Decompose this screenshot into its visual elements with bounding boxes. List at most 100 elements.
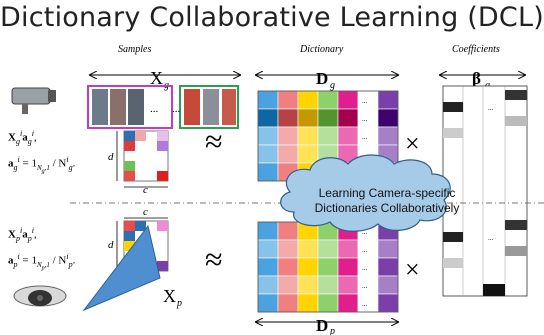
dictionary-cell bbox=[357, 126, 379, 146]
dictionary-cell bbox=[277, 221, 299, 241]
cloud-text-line2: Dictionaries Collaboratively bbox=[314, 201, 460, 215]
dictionary-cell bbox=[337, 126, 359, 146]
times-top: × bbox=[405, 129, 420, 158]
dictionary-cell bbox=[277, 239, 299, 259]
dictionary-cell bbox=[277, 275, 299, 295]
cloud-text-line1: Learning Camera-specific bbox=[318, 186, 456, 200]
dictionary-ellipsis: ... bbox=[362, 246, 368, 254]
camera-view-triangle bbox=[82, 224, 161, 312]
gallery-coef-matrix bbox=[123, 130, 169, 182]
dictionary-cell bbox=[277, 293, 299, 313]
dictionary-cell bbox=[257, 144, 279, 164]
dictionary-cell bbox=[377, 108, 399, 128]
dictionary-cell bbox=[377, 293, 399, 313]
dp-label: D bbox=[316, 316, 328, 335]
dictionary-cell bbox=[317, 108, 339, 128]
dictionary-cell bbox=[317, 257, 339, 277]
dictionary-cell bbox=[277, 90, 299, 110]
dictionary-cell bbox=[257, 257, 279, 277]
dictionary-cell bbox=[317, 275, 339, 295]
dictionary-cell bbox=[257, 108, 279, 128]
dictionary-ellipsis: ... bbox=[362, 133, 368, 141]
dictionary-cell bbox=[377, 126, 399, 146]
dictionary-cell bbox=[257, 275, 279, 295]
dictionary-cell bbox=[337, 275, 359, 295]
coef-ellipsis-2: ... bbox=[488, 234, 494, 242]
dictionary-cell bbox=[357, 108, 379, 128]
times-bottom: × bbox=[405, 255, 420, 284]
coefficients-matrix: ... ... bbox=[442, 85, 528, 297]
gallery-equation: Xgiagi, agi = 1Ng,1 / Nig. bbox=[8, 129, 76, 175]
cloud-text: Learning Camera-specific Dictionaries Co… bbox=[282, 186, 492, 216]
dictionary-cell bbox=[337, 257, 359, 277]
dictionary-cell bbox=[297, 126, 319, 146]
dg-label: D bbox=[316, 69, 328, 88]
dictionary-cell bbox=[277, 144, 299, 164]
dictionary-ellipsis: ... bbox=[362, 228, 368, 236]
dome-camera-icon bbox=[13, 285, 67, 307]
samples-header: Samples bbox=[118, 44, 152, 55]
dictionary-cell bbox=[377, 275, 399, 295]
dictionary-cell bbox=[297, 90, 319, 110]
dictionary-cell bbox=[257, 293, 279, 313]
dictionary-cell bbox=[377, 90, 399, 110]
strip-ellipsis-2: ... bbox=[172, 103, 181, 115]
xp-label: X bbox=[163, 286, 176, 306]
page-title: Dictionary Collaborative Learning (DCL) bbox=[0, 2, 544, 33]
dictionary-cell bbox=[317, 90, 339, 110]
dictionary-cell bbox=[297, 257, 319, 277]
strip-ellipsis-1: ... bbox=[150, 103, 159, 115]
dictionary-cell bbox=[317, 293, 339, 313]
dictionary-cell bbox=[317, 126, 339, 146]
xg-label: X bbox=[150, 68, 163, 88]
dictionary-cell bbox=[297, 108, 319, 128]
dictionary-ellipsis: ... bbox=[362, 264, 368, 272]
surveillance-camera-icon bbox=[11, 87, 56, 114]
dictionary-cell bbox=[357, 257, 379, 277]
dictionary-cell bbox=[317, 239, 339, 259]
dictionary-ellipsis: ... bbox=[362, 282, 368, 290]
dictionary-dp: ............... bbox=[257, 221, 399, 313]
dictionary-cell bbox=[357, 293, 379, 313]
xp-sub: p bbox=[176, 298, 182, 309]
dictionary-cell bbox=[377, 257, 399, 277]
dictionary-cell bbox=[257, 221, 279, 241]
dp-sub: p bbox=[329, 326, 335, 335]
dictionary-cell bbox=[297, 275, 319, 295]
dictionary-cell bbox=[337, 108, 359, 128]
dictionary-cell bbox=[277, 257, 299, 277]
dictionary-ellipsis: ... bbox=[362, 115, 368, 123]
dictionary-cell bbox=[257, 90, 279, 110]
dictionary-cell bbox=[257, 126, 279, 146]
dictionary-cell bbox=[337, 90, 359, 110]
pedestrian-strip-gallery: ... ... bbox=[87, 85, 239, 129]
probe-equation: Xpiapi, api = 1Np,1 / Nip. bbox=[8, 226, 76, 272]
dictionary-cell bbox=[357, 275, 379, 295]
coef-ellipsis-1: ... bbox=[488, 104, 494, 112]
gallery-c-label: c bbox=[143, 184, 148, 196]
probe-c-label: c bbox=[143, 206, 148, 218]
coefficients-header: Coefficients bbox=[452, 44, 500, 55]
probe-d-label: d bbox=[108, 239, 114, 251]
dictionary-cell bbox=[337, 239, 359, 259]
cloud-callout bbox=[280, 154, 451, 232]
dictionary-cell bbox=[257, 239, 279, 259]
dictionary-cell bbox=[257, 162, 279, 182]
approx-bottom: ≈ bbox=[205, 241, 223, 277]
dictionary-cell bbox=[297, 239, 319, 259]
dictionary-cell bbox=[357, 90, 379, 110]
dictionary-header: Dictionary bbox=[300, 44, 344, 55]
beta-sub: g bbox=[485, 80, 490, 91]
dg-sub: g bbox=[330, 80, 335, 91]
approx-top: ≈ bbox=[205, 123, 223, 159]
gallery-d-label: d bbox=[108, 151, 114, 163]
dictionary-cell bbox=[297, 144, 319, 164]
dictionary-cell bbox=[277, 126, 299, 146]
dictionary-ellipsis: ... bbox=[362, 97, 368, 105]
beta-label: β bbox=[472, 69, 481, 88]
dictionary-cell bbox=[337, 293, 359, 313]
dictionary-cell bbox=[357, 239, 379, 259]
dictionary-cell bbox=[297, 293, 319, 313]
dictionary-cell bbox=[277, 108, 299, 128]
